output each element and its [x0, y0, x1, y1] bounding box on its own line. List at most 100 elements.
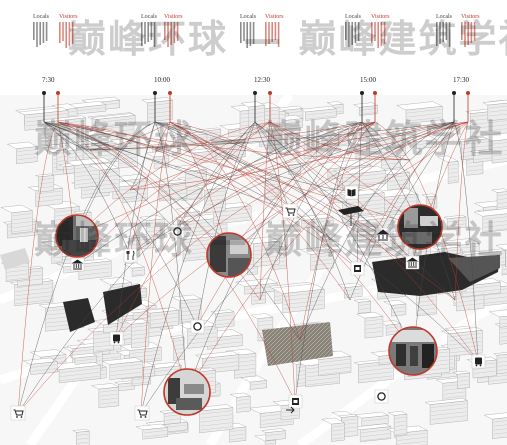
building [491, 188, 507, 213]
building [452, 370, 471, 389]
lodging-icon[interactable] [350, 261, 365, 276]
activity-list-mark [357, 22, 360, 41]
local-link [299, 121, 455, 341]
cafe-icon[interactable] [374, 389, 389, 404]
building [473, 208, 507, 233]
activity-list-mark [252, 22, 255, 44]
building [41, 241, 63, 264]
building [407, 135, 437, 150]
photo-circle-3[interactable] [396, 203, 444, 251]
building [356, 311, 384, 339]
visitor-link [17, 121, 59, 414]
activity-list-mark [246, 22, 248, 48]
local-link [329, 121, 455, 241]
visitor-link [229, 121, 376, 181]
lodging-icon[interactable] [288, 394, 303, 409]
activity-list-mark [464, 22, 466, 47]
building [123, 262, 145, 277]
building [138, 215, 165, 241]
museum-icon[interactable] [70, 257, 85, 272]
building [299, 246, 334, 271]
visitor-link [299, 121, 376, 341]
photo-circle-1[interactable] [50, 210, 105, 265]
local-link [228, 121, 455, 256]
activity-list-mark [33, 22, 35, 40]
local-link [89, 121, 455, 151]
shopping-cart-icon[interactable] [10, 405, 26, 421]
activity-list-mark [147, 22, 149, 42]
activity-list-mark [45, 22, 48, 41]
building [6, 141, 39, 165]
pavilion-icon [338, 206, 364, 226]
activity-list-mark [65, 22, 67, 48]
visitor-link [129, 121, 376, 256]
local-link [154, 121, 188, 393]
activity-list-mark [371, 22, 373, 43]
local-link [154, 121, 358, 269]
building [337, 282, 363, 299]
local-link [254, 121, 351, 301]
activity-list-mark [436, 22, 438, 46]
local-link [294, 121, 363, 402]
local-link [76, 121, 363, 265]
visitor-link [89, 121, 171, 151]
activity-list-mark [354, 22, 357, 43]
local-link [196, 121, 256, 327]
activity-list-mark [42, 22, 45, 43]
time-label-5: 17:30 [453, 76, 469, 84]
visitor-link [169, 121, 331, 241]
visitor-link [115, 121, 271, 339]
cafe-icon[interactable] [170, 224, 185, 239]
activity-list-mark [144, 22, 146, 44]
local-link [17, 121, 363, 414]
activity-list-mark [68, 22, 71, 46]
activity-list-mark [383, 22, 386, 44]
activity-list-mark [351, 22, 353, 45]
local-link [43, 121, 479, 362]
building [421, 193, 438, 210]
activity-list-mark [62, 22, 64, 41]
building [443, 215, 467, 230]
dark-block [448, 255, 500, 282]
building [353, 298, 372, 314]
building [243, 236, 280, 267]
building [127, 308, 149, 320]
timeline: 7:30 10:00 12:30 15:00 17:30 [42, 76, 469, 84]
legend-group-5: Locals Visitors [436, 14, 480, 20]
activity-lists [33, 22, 476, 48]
visitor-link [57, 121, 421, 228]
market-icon[interactable] [375, 227, 391, 243]
activity-list-mark [380, 22, 383, 46]
activity-list-mark [448, 22, 451, 47]
photo-circle-5[interactable] [162, 368, 212, 418]
visitors-label: Visitors [164, 14, 183, 20]
restaurant-icon[interactable] [123, 248, 138, 263]
visitors-dot [373, 91, 377, 95]
locals-dot [360, 91, 364, 95]
shopping-cart-icon[interactable] [282, 203, 298, 219]
shopping-cart-icon[interactable] [134, 405, 150, 421]
bus-icon[interactable] [471, 354, 486, 369]
building [144, 307, 180, 329]
book-icon[interactable] [344, 185, 359, 200]
museum-icon[interactable] [405, 255, 420, 270]
activity-list-mark [39, 22, 41, 45]
local-link [43, 121, 198, 327]
visitor-link [140, 121, 171, 414]
building [482, 99, 507, 122]
locals-label: Locals [240, 14, 257, 20]
time-label-3: 12:30 [254, 76, 270, 84]
plaza-hatch [262, 322, 333, 366]
local-link [154, 121, 353, 193]
photo-circle-4[interactable] [388, 326, 440, 378]
photo-circle-2[interactable] [205, 232, 253, 280]
visitor-link [169, 121, 384, 236]
local-link [254, 121, 331, 241]
bus-icon[interactable] [109, 331, 124, 346]
local-link [356, 121, 363, 269]
cafe-icon[interactable] [190, 319, 205, 334]
visitors-label: Visitors [371, 14, 390, 20]
visitors-dot [466, 91, 470, 95]
locals-label: Locals [345, 14, 362, 20]
visitor-link [129, 121, 271, 191]
